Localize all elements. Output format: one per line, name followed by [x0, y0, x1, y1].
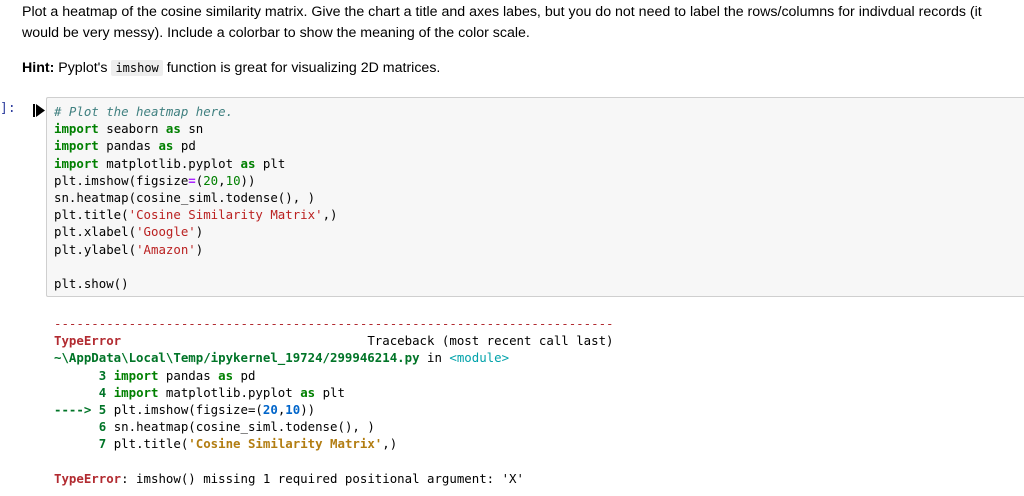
- module-alias: sn: [188, 121, 204, 137]
- traceback-header: Traceback (most recent call last): [367, 333, 614, 349]
- traceback-line-number: 6: [54, 419, 114, 435]
- code-comment: # Plot the heatmap here.: [54, 104, 234, 119]
- traceback-text: plt.title(: [113, 436, 189, 452]
- traceback-pad: [121, 333, 367, 348]
- traceback-file-path: ~\AppData\Local\Temp/ipykernel_19724/299…: [54, 350, 420, 366]
- traceback-line-number: 7: [54, 436, 114, 452]
- code-input-area[interactable]: # Plot the heatmap here. import seaborn …: [46, 97, 1024, 297]
- code-operator: =: [188, 172, 196, 188]
- traceback-module: <module>: [449, 350, 510, 366]
- code-string: 'Cosine Similarity Matrix': [128, 207, 323, 223]
- hint-post: function is great for visualizing 2D mat…: [162, 60, 441, 76]
- module-alias: plt: [262, 155, 286, 171]
- code-editor[interactable]: # Plot the heatmap here. import seaborn …: [54, 103, 338, 292]
- traceback-text: matplotlib.pyplot: [158, 384, 301, 400]
- error-name: TypeError: [54, 333, 122, 349]
- traceback-text: plt.imshow(figsize=(: [113, 402, 263, 418]
- module-name: seaborn: [106, 121, 159, 137]
- keyword-as: as: [218, 367, 234, 383]
- markdown-cell: Plot a heatmap of the cosine similarity …: [22, 0, 1012, 79]
- code-text: plt.imshow(figsize: [54, 172, 189, 188]
- code-text: (: [195, 172, 204, 188]
- traceback-text: sn.heatmap(cosine_siml.todense(), ): [113, 419, 375, 435]
- keyword-import: import: [113, 367, 159, 383]
- code-string: 'Google': [136, 224, 196, 240]
- code-text: plt.xlabel(: [54, 224, 137, 240]
- module-name: matplotlib.pyplot: [106, 155, 234, 171]
- traceback-number: 20: [262, 402, 278, 418]
- keyword-import: import: [54, 138, 99, 154]
- traceback-number: 10: [285, 402, 301, 418]
- run-cell-icon[interactable]: [33, 104, 45, 117]
- keyword-as: as: [300, 384, 316, 400]
- hint-code: imshow: [111, 60, 163, 76]
- keyword-as: as: [158, 138, 174, 154]
- traceback-output: ----------------------------------------…: [54, 315, 614, 487]
- traceback-in: in: [419, 350, 450, 366]
- traceback-line-number: 3: [54, 367, 114, 383]
- keyword-as: as: [165, 121, 181, 137]
- traceback-text: pd: [233, 367, 256, 383]
- code-text: ): [195, 224, 204, 240]
- code-text: plt.ylabel(: [54, 241, 137, 257]
- module-name: pandas: [106, 138, 151, 154]
- cell-output: ----------------------------------------…: [54, 315, 614, 487]
- traceback-error-arrow: ----> 5: [54, 402, 114, 418]
- module-alias: pd: [180, 138, 196, 154]
- keyword-import: import: [54, 155, 99, 171]
- traceback-text: ,): [382, 436, 398, 452]
- keyword-import: import: [54, 121, 99, 137]
- code-string: 'Amazon': [136, 241, 196, 257]
- traceback-text: )): [300, 402, 316, 418]
- cell-prompt: ]:: [0, 101, 16, 116]
- code-text: )): [240, 172, 256, 188]
- traceback-line-number: 4: [54, 384, 114, 400]
- code-line: sn.heatmap(cosine_siml.todense(), ): [54, 190, 316, 206]
- traceback-text: plt: [315, 384, 345, 400]
- hint-pre: Pyplot's: [54, 60, 112, 76]
- instruction-text: Plot a heatmap of the cosine similarity …: [22, 0, 1012, 44]
- code-text: ,): [322, 207, 338, 223]
- final-error-name: TypeError: [54, 470, 122, 486]
- hint-text: Hint: Pyplot's imshow function is great …: [22, 58, 1012, 79]
- hint-label: Hint:: [22, 60, 55, 76]
- traceback-text: ,: [277, 402, 286, 418]
- keyword-import: import: [113, 384, 159, 400]
- traceback-text: pandas: [158, 367, 219, 383]
- instruction-line-2: would be very messy). Include a colorbar…: [22, 25, 530, 41]
- code-text: ): [195, 241, 204, 257]
- keyword-as: as: [240, 155, 256, 171]
- final-error-message: : imshow() missing 1 required positional…: [121, 470, 524, 486]
- traceback-string: 'Cosine Similarity Matrix': [188, 436, 383, 452]
- instruction-line-1: Plot a heatmap of the cosine similarity …: [22, 4, 982, 20]
- code-number: 20: [203, 172, 219, 188]
- code-line: plt.show(): [54, 276, 129, 292]
- code-text: ,: [218, 172, 226, 188]
- code-number: 10: [225, 172, 241, 188]
- code-text: plt.title(: [54, 207, 129, 223]
- traceback-divider: ----------------------------------------…: [54, 316, 614, 331]
